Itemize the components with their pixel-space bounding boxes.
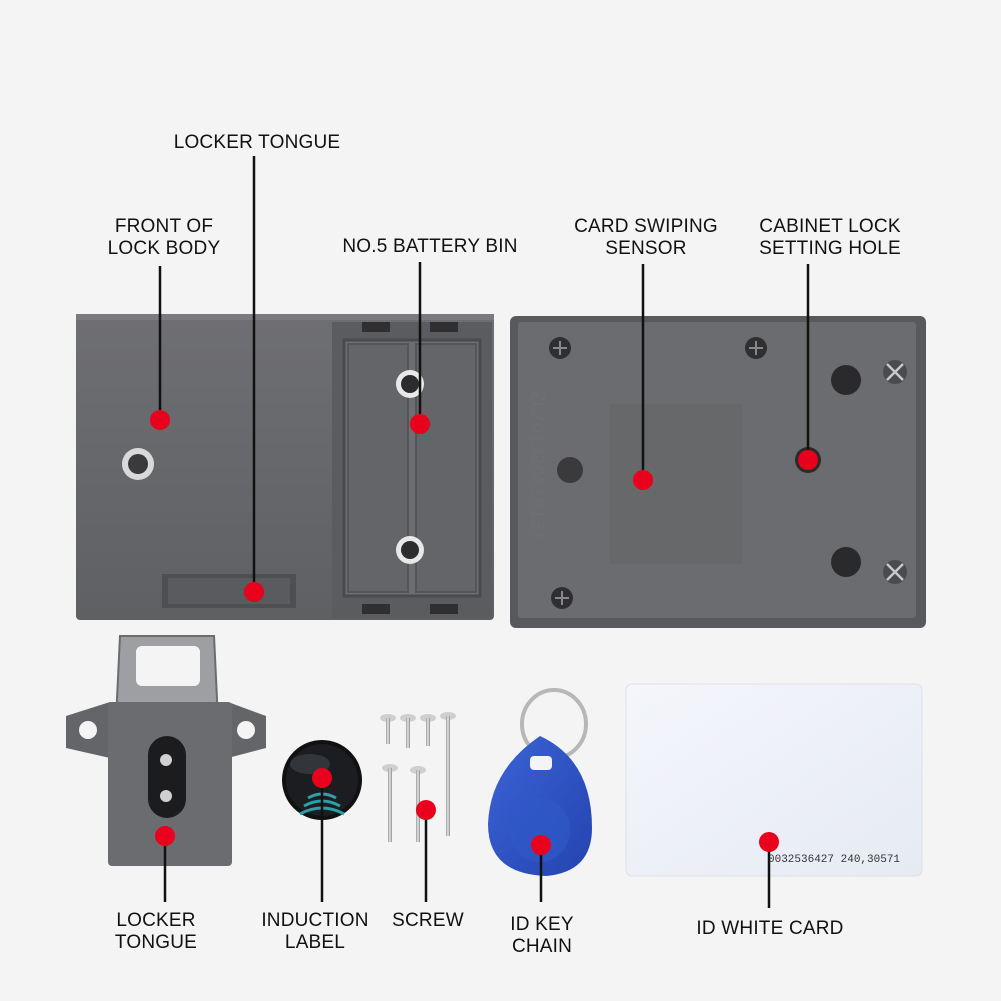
locker-tongue-part	[66, 635, 266, 866]
label-induction-label: INDUCTION LABEL	[261, 910, 369, 953]
label-locker-tongue-top: LOCKER TONGUE	[173, 132, 341, 153]
label-battery-bin: NO.5 BATTERY BIN	[342, 236, 518, 257]
label-card-swiping-sensor: CARD SWIPING SENSOR	[574, 216, 718, 259]
label-front-of-lock-body: FRONT OF LOCK BODY	[107, 216, 221, 259]
battery-bin	[332, 322, 492, 618]
label-locker-tongue-bottom: LOCKER TONGUE	[114, 910, 198, 953]
marker-dots	[150, 410, 818, 855]
back-lock-body: ZL201320518131	[510, 316, 926, 628]
id-white-card: 0032536427 240,30571	[625, 683, 923, 877]
label-id-white-card: ID WHITE CARD	[696, 918, 844, 939]
label-id-key-chain: ID KEY CHAIN	[510, 914, 574, 957]
label-screw: SCREW	[392, 910, 464, 931]
label-cabinet-lock-setting-hole: CABINET LOCK SETTING HOLE	[759, 216, 901, 259]
molded-code: ZL201320518131	[527, 390, 547, 541]
card-number: 0032536427 240,30571	[768, 854, 900, 866]
screws-set	[380, 712, 456, 842]
id-key-fob	[488, 688, 592, 876]
